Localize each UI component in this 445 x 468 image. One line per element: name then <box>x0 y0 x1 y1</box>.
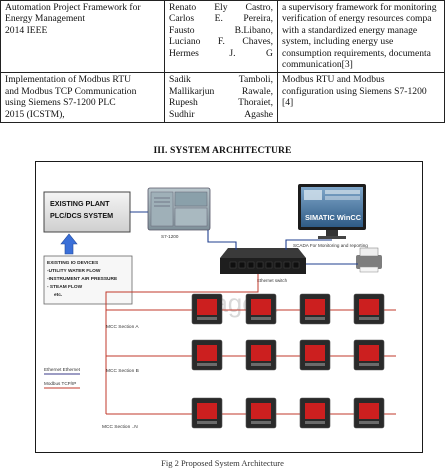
mcc-section-label: MCC Section A <box>106 324 139 330</box>
energy-meter-icon <box>299 339 331 371</box>
energy-meter-icon <box>353 293 385 325</box>
architecture-diagram: Page 1 EXISTING PLANT PLC/DCS SYSTEM EXI… <box>43 184 396 430</box>
author-line: Sadik Tamboli, <box>169 74 273 86</box>
summary-line: Modbus RTU and Modbus <box>282 74 385 86</box>
author-line: Renato Ely Castro, <box>169 2 273 13</box>
energy-meter-icon <box>353 339 385 371</box>
io-device-line: - STEAM FLOW <box>47 284 83 290</box>
summary-line: configuration using Siemens S7-1200 <box>282 85 427 97</box>
author-line: Sudhir Agashe <box>169 108 273 120</box>
author-line: Rupesh Thoraiet, <box>169 97 273 109</box>
summary-line: with a standardized energy manage <box>282 24 418 36</box>
author-line: Fausto B.Libano, <box>169 24 273 36</box>
summary-line: communication[3] <box>282 59 353 71</box>
printer-icon <box>356 247 382 273</box>
summary-line: a supervisory framework for monitoring <box>282 2 437 13</box>
io-device-line: etc. <box>54 292 62 298</box>
plc-label: S7-1200 <box>161 234 179 239</box>
energy-meter-icon <box>245 397 277 429</box>
energy-meter-icon <box>191 339 223 371</box>
io-device-line: EXISTING IO DEVICES <box>47 260 99 266</box>
paper-title-line: Automation Project Framework for <box>5 2 141 13</box>
io-device-line: -UTILITY WATER FLOW <box>47 268 101 274</box>
ethernet-links <box>130 211 358 265</box>
summary-line: verification of energy resources compa <box>282 13 432 25</box>
scada-monitor: SIMATIC WinCC SCADA For Monitoring and r… <box>293 184 368 248</box>
summary-line: consumption requirements, documenta <box>282 47 431 59</box>
paper-title-line: Energy Management <box>5 13 86 25</box>
energy-meter-icon <box>191 293 223 325</box>
summary-line: [4] <box>282 97 294 109</box>
legend-label: Modbus TCP/IP <box>44 381 76 386</box>
existing-plant-line: EXISTING PLANT <box>50 199 110 208</box>
energy-meter-icon <box>353 397 385 429</box>
mcc-section-label: MCC Section ..N <box>102 424 138 430</box>
paper-title-line: 2014 IEEE <box>5 24 48 36</box>
legend: Ethernet Ethernet Modbus TCP/IP <box>44 367 81 389</box>
paper-title-line: 2015 (ICSTM), <box>5 108 65 120</box>
energy-meter-icon <box>299 293 331 325</box>
legend-label: Ethernet Ethernet <box>44 367 81 372</box>
author-line: Luciano F. Chaves, <box>169 36 273 48</box>
scada-label: SCADA For Monitoring and reporting <box>293 243 368 248</box>
energy-meter-icon <box>245 339 277 371</box>
summary-cell: Modbus RTU and Modbus configuration usin… <box>277 72 445 124</box>
paper-title-cell: Implementation of Modbus RTU and Modbus … <box>0 72 165 124</box>
author-line: Mallikarjun Rawale, <box>169 85 273 97</box>
summary-line: system, including energy use <box>282 36 394 48</box>
authors-cell: Sadik Tamboli, Mallikarjun Rawale, Rupes… <box>164 72 278 124</box>
io-devices-box: EXISTING IO DEVICES -UTILITY WATER FLOW … <box>43 255 133 305</box>
plc-s7-1200: S7-1200 <box>147 187 211 239</box>
figure-caption: Fig 2 Proposed System Architecture <box>161 458 284 468</box>
authors-cell: Renato Ely Castro, Carlos E. Pereira, Fa… <box>164 0 278 74</box>
author-line: Carlos E. Pereira, <box>169 13 273 25</box>
existing-plant-box: EXISTING PLANT PLC/DCS SYSTEM <box>43 191 131 233</box>
summary-cell: a supervisory framework for monitoring v… <box>277 0 445 74</box>
author-line: Hermes J. G <box>169 47 273 59</box>
mcc-section-label: MCC Section B <box>106 368 139 374</box>
table-row: Implementation of Modbus RTU and Modbus … <box>0 72 445 124</box>
table-row: Automation Project Framework for Energy … <box>0 0 445 74</box>
scada-screen-text: SIMATIC WinCC <box>305 213 362 222</box>
paper-title-line: Implementation of Modbus RTU <box>5 74 131 86</box>
paper-title-line: using Siemens S7-1200 PLC <box>5 97 116 109</box>
energy-meter-icon <box>191 397 223 429</box>
existing-plant-line: PLC/DCS SYSTEM <box>50 211 113 220</box>
architecture-figure: Page 1 EXISTING PLANT PLC/DCS SYSTEM EXI… <box>35 161 423 453</box>
paper-title-line: and Modbus TCP Communication <box>5 85 137 97</box>
paper-title-cell: Automation Project Framework for Energy … <box>0 0 165 74</box>
up-arrow-icon <box>60 233 78 255</box>
section-heading: III. SYSTEM ARCHITECTURE <box>153 145 292 156</box>
energy-meters <box>191 293 385 429</box>
switch-label: Ethernet switch <box>257 278 288 283</box>
ethernet-switch: Ethernet switch <box>220 248 306 283</box>
energy-meter-icon <box>299 397 331 429</box>
energy-meter-icon <box>245 293 277 325</box>
literature-table: Automation Project Framework for Energy … <box>0 0 445 124</box>
io-device-line: -INSTRUMENT AIR PRESSURE <box>47 276 118 282</box>
